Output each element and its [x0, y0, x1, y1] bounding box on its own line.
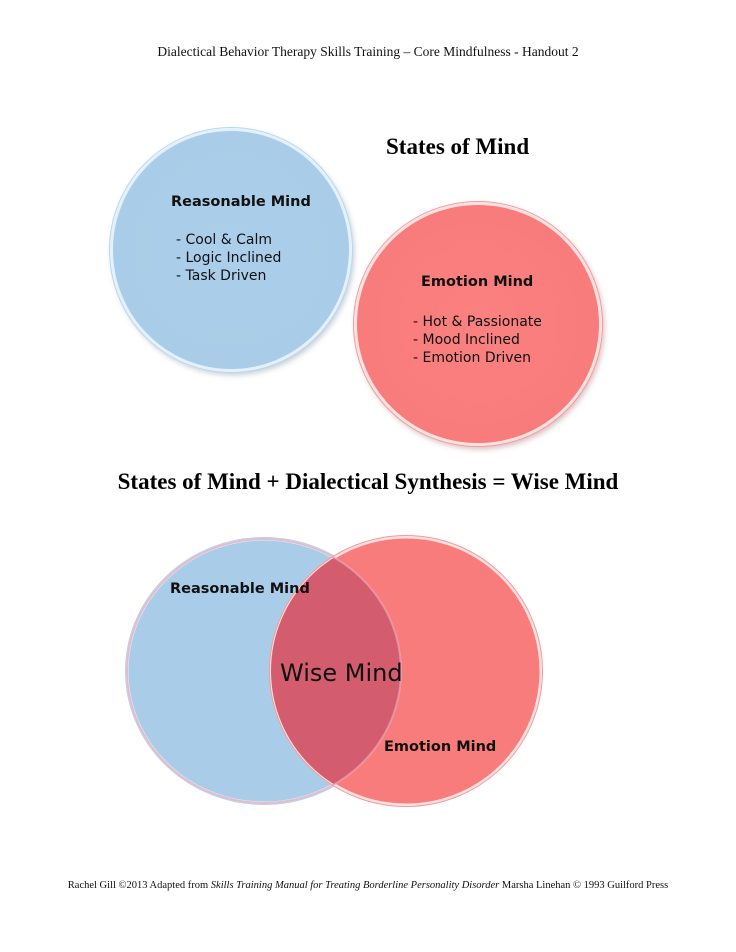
venn-emotion-label: Emotion Mind	[384, 739, 497, 755]
venn-wise-overlap	[271, 539, 401, 803]
states-of-mind-title: States of Mind	[386, 134, 530, 159]
list-item: - Emotion Driven	[413, 350, 532, 366]
wise-mind-equation-title: States of Mind + Dialectical Synthesis =…	[117, 469, 619, 494]
footer-book-title: Skills Training Manual for Treating Bord…	[210, 880, 500, 891]
footer-prefix: Rachel Gill ©2013 Adapted from	[67, 880, 211, 891]
footer-suffix: Marsha Linehan © 1993 Guilford Press	[499, 880, 669, 891]
reasonable-mind-circle	[110, 128, 352, 372]
emotion-mind-list: - Hot & Passionate - Mood Inclined - Emo…	[413, 313, 542, 367]
list-item: - Mood Inclined	[413, 332, 520, 348]
reasonable-mind-heading: Reasonable Mind	[171, 194, 311, 210]
reasonable-mind-list: - Cool & Calm - Logic Inclined - Task Dr…	[176, 231, 281, 285]
venn-reasonable-label: Reasonable Mind	[170, 581, 310, 597]
page-footer: Rachel Gill ©2013 Adapted from Skills Tr…	[0, 880, 736, 891]
venn-wise-label: Wise Mind	[280, 659, 403, 687]
emotion-mind-circle	[354, 202, 602, 446]
list-item: - Hot & Passionate	[413, 314, 542, 330]
emotion-mind-heading: Emotion Mind	[421, 274, 534, 290]
list-item: - Task Driven	[176, 268, 267, 284]
list-item: - Logic Inclined	[176, 250, 282, 266]
page-header: Dialectical Behavior Therapy Skills Trai…	[157, 44, 579, 59]
list-item: - Cool & Calm	[176, 232, 272, 248]
